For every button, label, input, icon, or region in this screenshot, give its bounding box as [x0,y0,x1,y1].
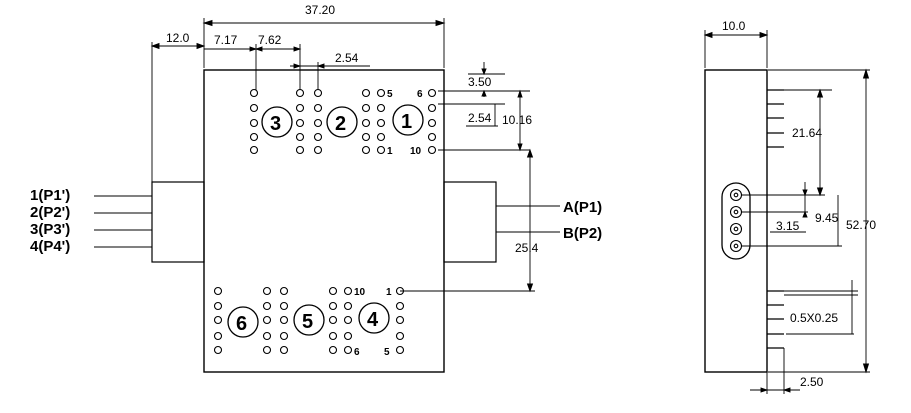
pin-label-bot-6: 6 [354,347,360,358]
component-6-outline [227,306,259,338]
port-label-a: A(P1) [563,199,602,216]
component-5-outline [293,304,325,336]
component-6-label: 6 [236,313,247,335]
component-1-outline [392,104,424,136]
dim-pitch-b-label: 7.62 [258,33,282,47]
side-port-housing [721,182,751,260]
side-upper-pins [767,89,784,148]
side-dims [703,30,870,394]
dim-pitch-c-label: 2.54 [335,51,359,65]
dim-row-pitch-label: 2.54 [468,111,492,125]
pin-label-bot-10: 10 [354,287,366,298]
right-leads [496,205,560,233]
top-pin-array [249,88,437,155]
dim-vertical-gap [400,148,535,293]
dim-right-top [438,62,530,152]
dim-block-height-label: 10.16 [502,113,532,127]
dim-port-span-label: 9.45 [815,211,839,225]
pin-label-top-1: 1 [387,146,393,157]
port-label-p3prime: 3(P3') [30,221,70,238]
component-3-outline [261,106,293,138]
dim-height-label: 52.70 [846,218,876,232]
pin-label-bot-5: 5 [384,347,390,358]
dim-thickness-label: 10.0 [722,19,746,33]
dim-vertical-gap-label: 25.4 [515,241,539,255]
side-body [704,69,768,373]
dim-width-label: 37.20 [305,3,335,17]
dim-offset-left [150,42,206,182]
side-port-holes [729,188,743,253]
pin-label-bot-1: 1 [386,287,392,298]
dim-width [202,18,446,68]
dim-pitch-ab [204,44,302,90]
port-label-p4prime: 4(P4') [30,238,70,255]
left-leads [94,195,152,248]
port-label-p1prime: 1(P1') [30,187,70,204]
component-1-label: 1 [401,111,412,133]
bottom-pin-array [213,286,405,355]
component-5-label: 5 [302,311,313,333]
front-view [94,18,560,373]
dim-upper-pins-label: 21.64 [792,126,822,140]
dim-port-pitch-label: 3.15 [776,219,800,233]
dim-offset-label: 12.0 [166,31,190,45]
dim-pitch-c [290,62,370,90]
component-2-label: 2 [335,113,346,135]
dim-pin-size-label: 0.5X0.25 [790,311,838,325]
pin-label-top-6: 6 [417,89,423,100]
pin-label-top-10: 10 [410,146,422,157]
port-label-p2prime: 2(P2') [30,204,70,221]
side-view [703,30,870,394]
right-connector [443,181,497,263]
left-connector [151,181,205,263]
component-4-outline [358,302,390,334]
dim-pitch-a-label: 7.17 [214,33,238,47]
dim-pin-pitch-label: 2.50 [800,375,824,389]
component-2-outline [326,106,358,138]
front-view-text: 37.20 12.0 7.17 7.62 2.54 3.50 2.54 10.1… [30,3,602,358]
side-lower-pins [767,290,784,349]
side-view-text: 10.0 21.64 3.15 9.45 52.70 0.5X0.25 2.50 [722,19,876,389]
component-3-label: 3 [270,113,281,135]
component-4-label: 4 [367,309,379,331]
port-label-b: B(P2) [563,225,602,242]
dim-top-gap-label: 3.50 [468,75,492,89]
pin-label-top-5: 5 [387,89,393,100]
